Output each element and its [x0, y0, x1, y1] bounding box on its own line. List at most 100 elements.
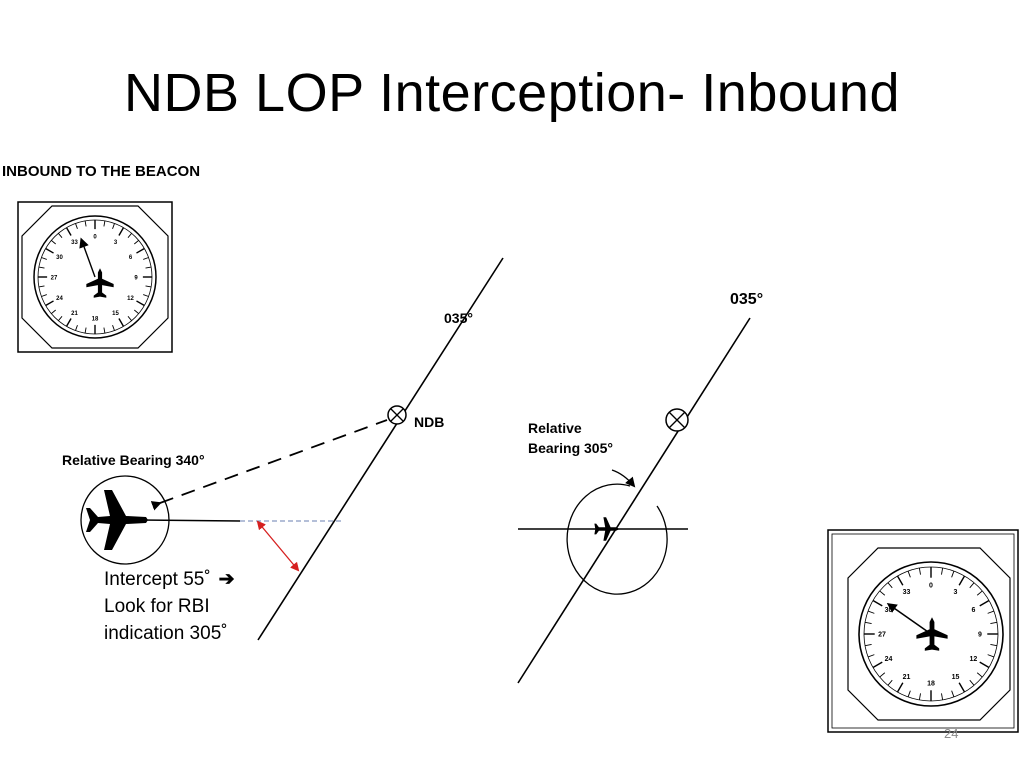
dial-tick — [979, 599, 990, 607]
dial-tick — [879, 590, 886, 596]
dial-card-label: 0 — [93, 235, 97, 241]
rbi-needle — [79, 237, 96, 278]
dial-tick — [976, 590, 983, 596]
dial-tick — [987, 610, 995, 614]
dial-tick — [136, 247, 145, 254]
ndb-station-icon — [665, 408, 689, 432]
dial-tick — [958, 575, 966, 586]
dial-card-label: 3 — [114, 240, 118, 246]
dial-tick — [896, 682, 904, 693]
airplane-large-icon — [86, 490, 148, 550]
intercept-angle-arrow — [256, 520, 300, 572]
ndb-label: NDB — [414, 414, 445, 430]
dial-tick — [112, 223, 115, 229]
dial-card-label: 6 — [129, 255, 133, 261]
bearing-dashed-line — [150, 419, 388, 511]
dial-tick — [143, 294, 149, 297]
dial-card-label: 12 — [127, 296, 134, 302]
note-line-3: indication 305˚ — [104, 623, 228, 644]
dial-card-label: 3 — [954, 589, 958, 596]
dial-tick — [951, 690, 955, 698]
dial-tick — [51, 309, 56, 314]
course-label-left: 035° — [444, 310, 473, 326]
dial-tick — [38, 266, 45, 269]
course-label-right: 035° — [730, 291, 764, 308]
dial-tick — [969, 582, 975, 589]
dial-tick — [41, 257, 47, 260]
relative-bearing-label-right: Relative Bearing 305° — [528, 418, 613, 458]
dial-tick — [134, 240, 139, 245]
relative-bearing-label-line1: Relative — [528, 420, 582, 436]
dial-card-label: 21 — [903, 674, 911, 681]
dial-tick — [84, 327, 87, 334]
dial-tick — [979, 661, 990, 669]
dial-tick — [958, 682, 966, 693]
dial-tick — [990, 644, 998, 647]
dial-tick — [75, 325, 78, 331]
dial-tick — [127, 233, 132, 238]
airplane-icon — [594, 517, 620, 541]
dial-tick — [867, 610, 875, 614]
dial-tick — [887, 582, 893, 589]
dial-card-label: 9 — [134, 276, 138, 282]
dial-tick — [118, 318, 125, 327]
dial-card-label: 30 — [885, 607, 893, 614]
dial-tick — [976, 672, 983, 678]
dial-card-label: 15 — [952, 674, 960, 681]
note-line-2: Look for RBI — [104, 596, 210, 617]
dial-tick — [127, 316, 132, 321]
course-line-left — [257, 257, 504, 641]
note-line-1: Intercept 55˚ — [104, 569, 211, 590]
dial-tick — [987, 654, 995, 658]
dial-card-label: 33 — [71, 240, 78, 246]
dial-tick — [867, 654, 875, 658]
dial-card-label: 9 — [978, 632, 982, 639]
dial-tick — [136, 300, 145, 307]
dial-tick — [143, 257, 149, 260]
dial-card-label: 18 — [927, 681, 935, 688]
page-title: NDB LOP Interception- Inbound — [124, 63, 900, 123]
right-arrow-icon: ➔ — [218, 569, 235, 590]
dial-tick — [969, 679, 975, 686]
dial-tick — [103, 327, 106, 334]
page-number: 24 — [944, 726, 959, 741]
dial-tick — [990, 621, 998, 624]
dial-tick — [58, 233, 63, 238]
dial-tick — [65, 318, 72, 327]
dial-tick — [65, 227, 72, 236]
relative-bearing-label-left: Relative Bearing 340° — [62, 452, 205, 468]
dial-tick — [951, 570, 955, 578]
dial-card-label: 24 — [56, 296, 63, 302]
dial-tick — [45, 247, 54, 254]
dial-tick — [145, 266, 152, 269]
dial-tick — [941, 693, 944, 701]
dial-tick — [41, 294, 47, 297]
dial-card-label: 27 — [51, 276, 58, 282]
dial-tick — [907, 690, 911, 698]
dial-card-label: 12 — [970, 656, 978, 663]
course-line-right — [517, 317, 751, 684]
heading-line-left — [139, 519, 241, 522]
dial-tick — [907, 570, 911, 578]
dial-card-label: 33 — [903, 589, 911, 596]
dial-card-label: 6 — [971, 607, 975, 614]
dial-tick — [145, 285, 152, 288]
dial-tick — [51, 240, 56, 245]
dial-tick — [864, 644, 872, 647]
dial-tick — [879, 672, 886, 678]
dial-tick — [872, 661, 883, 669]
dial-tick — [58, 316, 63, 321]
dial-card-label: 27 — [878, 632, 886, 639]
dial-tick — [75, 223, 78, 229]
dial-tick — [118, 227, 125, 236]
dial-tick — [918, 693, 921, 701]
dial-card-label: 30 — [56, 255, 63, 261]
dial-tick — [45, 300, 54, 307]
dial-tick — [84, 220, 87, 227]
dial-card-label: 15 — [112, 311, 119, 317]
dial-tick — [38, 285, 45, 288]
section-label: INBOUND TO THE BEACON — [2, 163, 201, 180]
dial-tick — [941, 567, 944, 575]
